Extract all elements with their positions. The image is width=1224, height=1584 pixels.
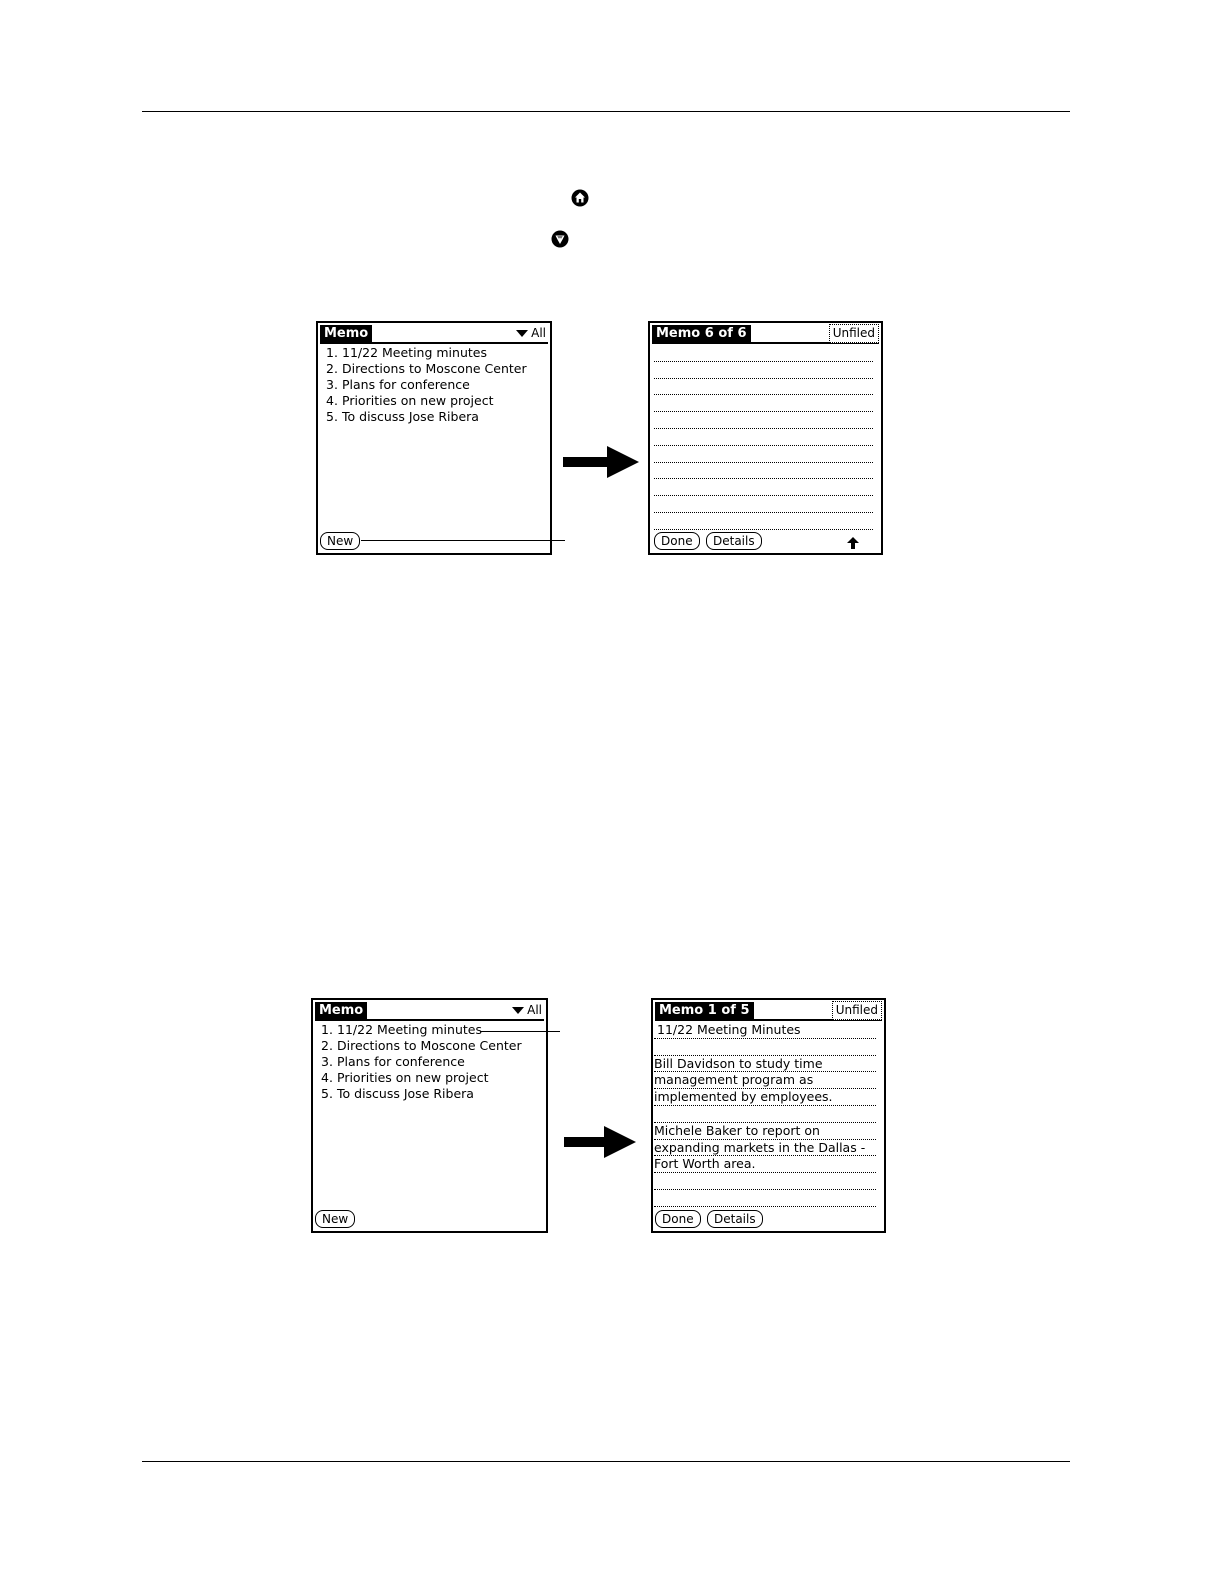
right-arrow-icon [564, 1126, 636, 1158]
screen-title: Memo [315, 1002, 368, 1019]
item-title: To discuss Jose Ribera [337, 1086, 474, 1101]
details-button[interactable]: Details [707, 1210, 763, 1228]
item-title: To discuss Jose Ribera [342, 409, 479, 424]
text-line [654, 1106, 876, 1123]
screen-title: Memo 1 of 5 [655, 1002, 754, 1019]
screen-title: Memo 6 of 6 [652, 325, 751, 342]
category-picker[interactable]: Unfiled [831, 1001, 882, 1020]
done-button[interactable]: Done [654, 532, 700, 550]
screen-title: Memo [320, 325, 373, 342]
text-line [654, 1190, 876, 1207]
memo-text-area[interactable] [654, 345, 873, 530]
title-bar: Memo 6 of 6 Unfiled [652, 324, 879, 344]
item-title: Directions to Moscone Center [337, 1038, 522, 1053]
list-item[interactable]: 5. To discuss Jose Ribera [321, 1086, 522, 1102]
text-line: Bill Davidson to study time [654, 1056, 876, 1073]
item-number: 2. [326, 361, 338, 376]
new-button[interactable]: New [320, 532, 361, 550]
text-line [654, 513, 873, 530]
callout-line [480, 1031, 560, 1032]
text-line [654, 412, 873, 429]
item-number: 4. [326, 393, 338, 408]
category-label: All [531, 326, 546, 340]
list-item[interactable]: 2. Directions to Moscone Center [321, 1038, 522, 1054]
list-item[interactable]: 3. Plans for conference [321, 1054, 522, 1070]
item-number: 1. [326, 345, 338, 360]
text-line: implemented by employees. [654, 1089, 876, 1106]
item-number: 1. [321, 1022, 333, 1037]
item-title: Plans for conference [342, 377, 470, 392]
dropdown-triangle-icon [516, 330, 529, 337]
dropdown-triangle-icon [512, 1007, 525, 1014]
text-line [654, 463, 873, 480]
category-label: All [527, 1003, 542, 1017]
text-line [654, 345, 873, 362]
text-line [654, 446, 873, 463]
list-item[interactable]: 1. 11/22 Meeting minutes [321, 1022, 522, 1038]
home-icon [571, 189, 589, 207]
details-button[interactable]: Details [706, 532, 762, 550]
done-button[interactable]: Done [655, 1210, 701, 1228]
text-line [654, 429, 873, 446]
callout-line [361, 540, 565, 541]
memo-list: 1. 11/22 Meeting minutes 2. Directions to … [321, 1022, 522, 1102]
open-memo-screen: Memo 1 of 5 Unfiled 11/22 Meeting Minute… [651, 998, 886, 1233]
scroll-up-icon[interactable] [847, 537, 859, 549]
list-item[interactable]: 1. 11/22 Meeting minutes [326, 345, 527, 361]
title-bar: Memo 1 of 5 Unfiled [655, 1001, 882, 1021]
text-line [654, 1039, 876, 1056]
item-number: 5. [326, 409, 338, 424]
text-line [654, 395, 873, 413]
list-item[interactable]: 4. Priorities on new project [321, 1070, 522, 1086]
category-picker[interactable]: All [512, 1002, 542, 1019]
memo-list: 1. 11/22 Meeting minutes 2. Directions to … [326, 345, 527, 425]
item-title: Plans for conference [337, 1054, 465, 1069]
list-item[interactable]: 5. To discuss Jose Ribera [326, 409, 527, 425]
item-title: Priorities on new project [337, 1070, 489, 1085]
footer-rule [142, 1461, 1070, 1462]
text-line: Fort Worth area. [654, 1156, 876, 1174]
item-number: 2. [321, 1038, 333, 1053]
text-line: management program as [654, 1072, 876, 1090]
menu-icon [551, 230, 569, 248]
item-title: Directions to Moscone Center [342, 361, 527, 376]
text-line [654, 379, 873, 396]
text-line [654, 1173, 876, 1190]
item-title: 11/22 Meeting minutes [342, 345, 487, 360]
memo-list-screen: Memo All 1. 11/22 Meeting minutes 2. Direc… [316, 321, 552, 555]
right-arrow-icon [563, 446, 639, 478]
item-title: 11/22 Meeting minutes [337, 1022, 482, 1037]
text-line: 11/22 Meeting Minutes [654, 1022, 876, 1039]
item-title: Priorities on new project [342, 393, 494, 408]
header-rule [142, 111, 1070, 112]
text-line [654, 362, 873, 379]
text-line [654, 479, 873, 497]
item-number: 3. [321, 1054, 333, 1069]
text-line: Michele Baker to report on [654, 1123, 876, 1140]
list-item[interactable]: 2. Directions to Moscone Center [326, 361, 527, 377]
new-memo-screen: Memo 6 of 6 Unfiled Done Details [648, 321, 883, 555]
list-item[interactable]: 3. Plans for conference [326, 377, 527, 393]
title-bar: Memo All [315, 1002, 544, 1021]
memo-list-screen: Memo All 1. 11/22 Meeting minutes 2. Direc… [311, 998, 548, 1233]
category-picker[interactable]: Unfiled [828, 324, 879, 343]
list-item[interactable]: 4. Priorities on new project [326, 393, 527, 409]
item-number: 3. [326, 377, 338, 392]
item-number: 5. [321, 1086, 333, 1101]
text-line [654, 496, 873, 513]
title-bar: Memo All [320, 325, 548, 344]
item-number: 4. [321, 1070, 333, 1085]
text-line: expanding markets in the Dallas - [654, 1140, 876, 1157]
memo-text-area[interactable]: 11/22 Meeting Minutes Bill Davidson to s… [654, 1022, 876, 1207]
new-button[interactable]: New [315, 1210, 356, 1228]
category-picker[interactable]: All [516, 325, 546, 342]
